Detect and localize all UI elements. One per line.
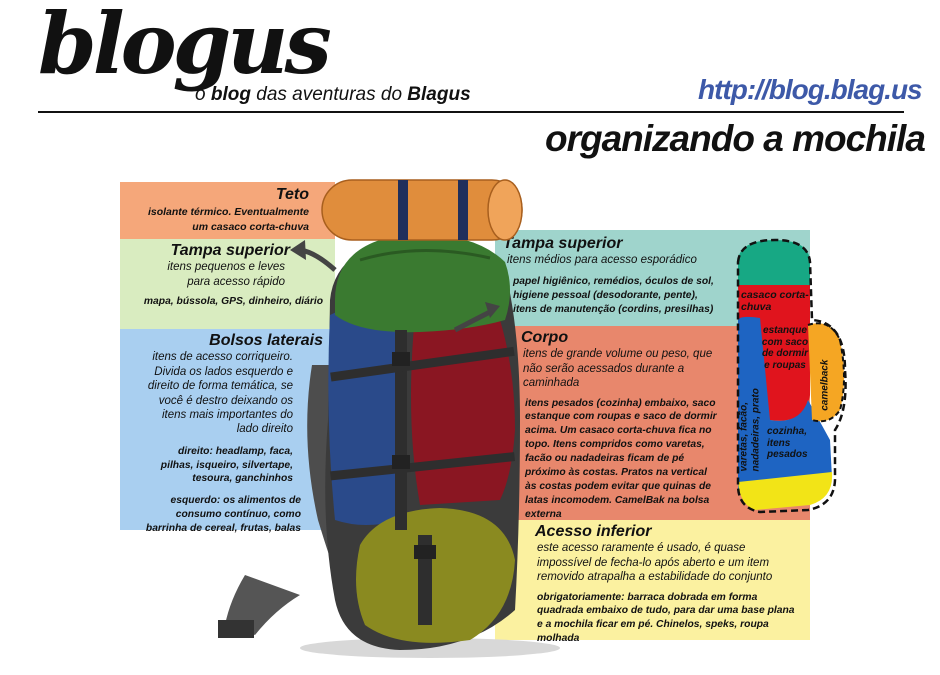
main-compartment (411, 308, 515, 505)
pad-strap-left (398, 180, 408, 240)
panel-bolsos-title: Bolsos laterais (209, 332, 323, 349)
lid-seam (359, 249, 491, 262)
label-cozinha: cozinha, itens pesados (767, 426, 808, 460)
panel-acesso-inferior: Acesso inferior este acesso raramente é … (495, 520, 810, 644)
hip-buckle (218, 620, 254, 638)
panel-tampa-left-title: Tampa superior (170, 242, 290, 259)
arrow-left-icon (290, 240, 306, 260)
tagline-blagus: Blagus (407, 84, 471, 105)
label-camelback: camelback (819, 359, 831, 411)
section-blue-left (738, 318, 768, 490)
panel-tampa-right-sub: itens médios para acesso esporádico (507, 254, 697, 267)
panel-teto-title: Teto (275, 186, 309, 203)
bottom-compartment (356, 508, 515, 643)
blog-url-link[interactable]: http://blog.blag.us (698, 74, 923, 105)
label-casaco: casaco corta-chuva (741, 289, 809, 314)
tagline-blog: blog (210, 84, 251, 105)
buckle-upper (392, 352, 410, 366)
compression-strap-vertical (395, 330, 407, 530)
buckle-lower (392, 455, 410, 469)
section-top (738, 240, 810, 285)
tagline-mid: das aventuras do (250, 84, 408, 105)
panel-tampa-right-title: Tampa superior (503, 235, 623, 252)
panel-tampa-right-details: papel higiênico, remédios, óculos de sol… (513, 275, 714, 315)
header-divider (38, 111, 904, 113)
blog-tagline: o blog das aventuras do Blagus (195, 84, 471, 106)
label-varetas: varetas, facão, nadadeiras, prato (738, 388, 762, 472)
blog-logo[interactable]: blogus (38, 0, 332, 93)
side-pocket (328, 307, 402, 525)
bottom-buckle (414, 545, 436, 559)
compression-strap-upper (330, 346, 515, 382)
panel-bolsos-right-details: direito: headlamp, faca, pilhas, isqueir… (160, 445, 293, 485)
panel-bolsos-laterais: Bolsos laterais itens de acesso corrique… (120, 329, 335, 534)
panel-corpo-sub: itens de grande volume ou peso, que não … (523, 348, 713, 390)
panel-bolsos-sub: itens de acesso corriqueiro. Divida os l… (147, 351, 293, 436)
tagline-pre: o (195, 84, 211, 105)
arrow-right-shaft (453, 309, 492, 333)
section-outline (736, 238, 847, 514)
page-title: organizando a mochila (545, 118, 926, 159)
panel-bolsos-left-details: esquerdo: os alimentos de consumo contín… (145, 495, 301, 535)
section-orange (808, 323, 844, 422)
section-diagram (736, 238, 847, 514)
section-yellow (738, 472, 833, 510)
label-estanque: estanque com saco de dormir e roupas (761, 325, 809, 371)
panel-inferior-title: Acesso inferior (535, 523, 652, 540)
panel-tampa-left-details: mapa, bússola, GPS, dinheiro, diário (143, 296, 323, 308)
panel-corpo-title: Corpo (521, 329, 569, 346)
panel-inferior-sub: este acesso raramente é usado, é quase i… (537, 542, 773, 584)
arrow-right-icon (485, 302, 500, 318)
panel-teto-sub: isolante térmico. Eventualmente um casac… (147, 206, 309, 233)
panel-corpo-details: itens pesados (cozinha) embaixo, saco es… (525, 397, 717, 520)
top-lid (335, 234, 510, 333)
compression-strap-lower (330, 452, 516, 481)
sleeping-pad-end (487, 179, 523, 241)
pad-strap-right (458, 180, 468, 240)
panel-tampa-left-sub: itens pequenos e leves para acesso rápid… (167, 261, 285, 288)
section-camelback-outline (807, 322, 845, 423)
panel-teto: Teto isolante térmico. Eventualmente um … (120, 182, 335, 239)
panel-inferior-details: obrigatoriamente: barraca dobrada em for… (537, 591, 795, 645)
